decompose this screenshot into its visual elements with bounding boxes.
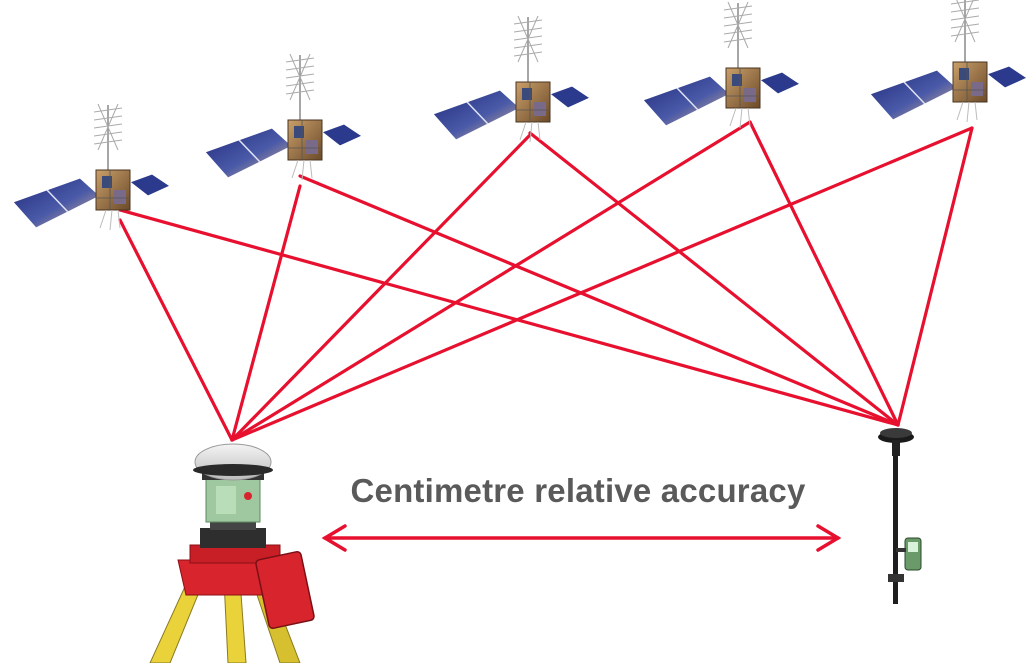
signal-line	[118, 218, 234, 442]
signal-line	[230, 120, 752, 442]
signal-line	[298, 174, 900, 427]
signal-line	[118, 208, 900, 427]
gnss-base-station-icon	[149, 443, 315, 663]
satellite-icon	[204, 53, 363, 181]
signal-lines	[118, 120, 974, 442]
gnss-rover-pole-icon	[878, 428, 922, 604]
signal-line	[528, 131, 900, 427]
accuracy-caption: Centimetre relative accuracy	[350, 472, 806, 509]
double-headed-arrow	[321, 524, 842, 552]
signal-line	[896, 126, 974, 427]
satellite-icon	[642, 1, 801, 129]
signal-line	[748, 120, 900, 427]
satellite-icon	[12, 103, 171, 231]
signal-line	[230, 184, 302, 442]
satellite-icon	[869, 0, 1028, 123]
satellite-icon	[432, 15, 591, 143]
signal-line	[230, 126, 974, 442]
signal-line	[230, 133, 532, 442]
